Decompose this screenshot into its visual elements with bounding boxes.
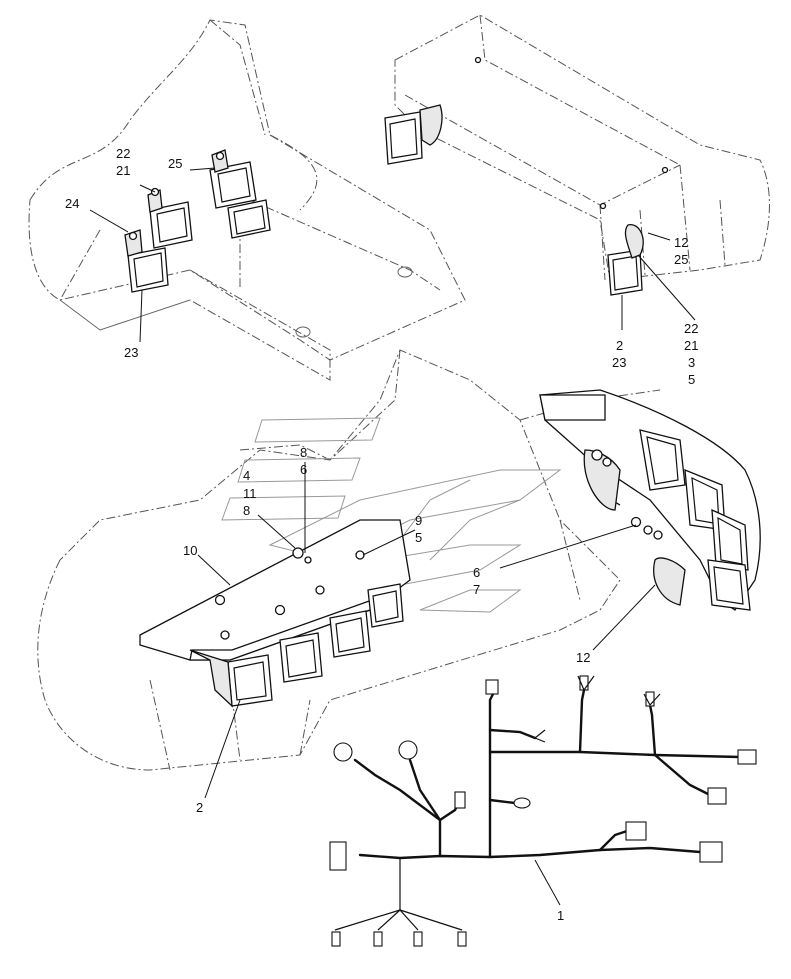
harness-connector [454,791,466,809]
front-work-light-lens [372,590,399,623]
callout-10: 10 [183,543,197,558]
harness-connector [699,841,723,863]
harness-connector [737,749,757,765]
callout-labels: 22 21 25 24 23 12 25 22 21 3 5 2 23 8 6 … [65,146,698,923]
cluster-mount-block [539,394,606,421]
harness-round-connector [333,742,353,762]
callout-7: 7 [473,582,480,597]
callout-22-left: 22 [116,146,130,161]
callout-8-top: 8 [300,445,307,460]
front-work-light-lens [335,617,365,653]
harness-round-connector [398,740,418,760]
callout-5-top: 5 [688,372,695,387]
roof-screw [474,56,482,64]
nut [220,630,230,640]
callout-23-left: 23 [124,345,138,360]
callout-11: 11 [243,486,257,501]
harness-ring-terminals [643,693,661,706]
mount-nut [215,151,225,161]
callout-5-lower: 5 [415,530,422,545]
callout-8-lower: 8 [243,503,250,518]
grommet [214,594,226,606]
callout-2-top: 2 [616,338,623,353]
light-bracket [624,224,644,259]
nut [304,556,312,564]
work-light-lens [612,255,639,291]
clamp-nut [602,457,612,467]
callout-24: 24 [65,196,79,211]
callout-12-top: 12 [674,235,688,250]
work-light-lens [389,118,418,159]
roof-mount-boss [397,266,413,278]
callout-23-right: 23 [612,355,626,370]
light-bracket [419,104,443,146]
nut [355,550,365,560]
roof-screw [599,202,607,210]
clamp-nut [591,449,603,461]
harness-connector [485,679,499,695]
harness-ring-terminals [534,729,546,743]
cab-roof-right-section [394,14,770,281]
callout-2-lower: 2 [196,800,203,815]
work-light-rear-left-group [124,149,271,293]
mount-nut [128,231,138,241]
work-light-lens [217,167,251,203]
wiring-harness [329,675,757,947]
callout-21-left: 21 [116,163,130,178]
harness-connector [645,691,655,707]
grommet [274,604,286,616]
cab-roof-left-section [28,19,466,381]
harness-terminal [331,931,341,947]
callout-3: 3 [688,355,695,370]
work-light-rear-right-group [384,104,644,296]
harness-connector [707,787,727,805]
work-light-lens [233,205,266,235]
work-light-lens [133,252,164,288]
callout-12-lower: 12 [576,650,590,665]
callout-9: 9 [415,513,422,528]
callout-25-left: 25 [168,156,182,171]
harness-terminal [413,931,423,947]
harness-terminal [373,931,383,947]
front-work-light-lens [285,639,317,678]
roof-screw [661,166,669,174]
harness-ring-terminals [577,675,595,691]
callout-22-right: 22 [684,321,698,336]
callout-1: 1 [557,908,564,923]
leader-lines [89,167,696,906]
cluster-light-lens [646,436,679,485]
harness-clip [653,557,686,606]
nut [315,585,325,595]
callout-6-top: 6 [300,462,307,477]
front-work-light-lens [233,661,267,701]
harness-bulb-socket [513,797,531,809]
clamp-nut [630,516,642,528]
right-side-light-cluster [539,389,761,611]
cluster-light-lens [713,566,744,605]
callout-21-right: 21 [684,338,698,353]
harness-connector [625,821,647,841]
harness-main-connector [329,841,347,871]
work-light-lens [156,207,188,243]
clamp-nut [653,530,663,540]
grommet [292,547,304,559]
callout-4: 4 [243,468,250,483]
callout-25-right: 25 [674,252,688,267]
front-light-bar [139,519,411,708]
roof-mount-boss [295,326,311,338]
callout-6-lower: 6 [473,565,480,580]
clamp-nut [643,525,653,535]
lamp-mount [189,649,233,708]
harness-terminal [457,931,467,947]
